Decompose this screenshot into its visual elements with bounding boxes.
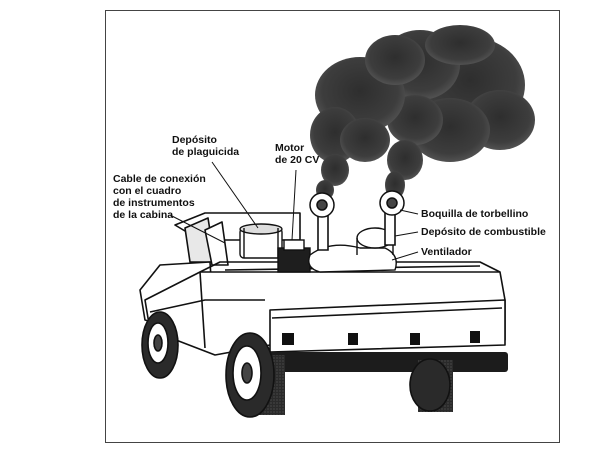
front-wheel [141, 311, 179, 379]
smoke-cloud-left [310, 35, 425, 200]
label-engine: Motor de 20 CV [275, 142, 320, 166]
fan-assembly [308, 227, 397, 273]
smoke-cloud-right [380, 25, 535, 199]
label-fan: Ventilador [421, 246, 472, 258]
rear-bumper [270, 352, 508, 372]
swirl-nozzle-right [379, 190, 405, 216]
label-swirl-nozzle: Boquilla de torbellino [421, 208, 529, 220]
label-cable: Cable de conexión con el cuadro de instr… [113, 173, 206, 221]
pesticide-tank [239, 223, 283, 259]
tail-lights [282, 331, 480, 345]
rear-wheel-right [409, 358, 451, 412]
swirl-nozzle-left [309, 192, 335, 218]
engine [277, 239, 311, 273]
label-fuel-tank: Depósito de combustible [421, 226, 546, 238]
label-pesticide-tank: Depósito de plaguicida [172, 134, 240, 158]
leader-lines [169, 161, 419, 261]
rear-wheel [225, 332, 275, 418]
